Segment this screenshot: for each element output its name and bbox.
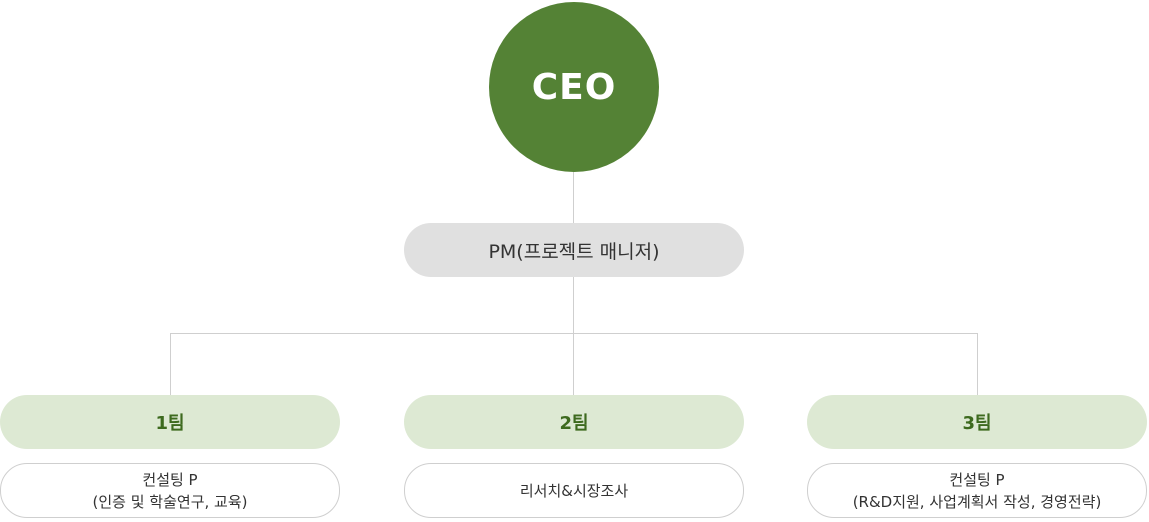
connector-team-1	[170, 333, 171, 395]
team-1-label: 1팀	[155, 413, 185, 434]
team-2-desc-line1: 리서치&시장조사	[519, 481, 629, 500]
team-1-description: 컨설팅 P (인증 및 학술연구, 교육)	[0, 463, 340, 518]
connector-team-3	[977, 333, 978, 395]
connector-horizontal	[170, 333, 978, 334]
team-3-description: 컨설팅 P (R&D지원, 사업계획서 작성, 경영전략)	[807, 463, 1147, 518]
team-1-desc-line2: (인증 및 학술연구, 교육)	[92, 492, 248, 511]
team-1-node: 1팀	[0, 395, 340, 449]
team-3-desc-line1: 컨설팅 P	[949, 470, 1005, 489]
team-3-node: 3팀	[807, 395, 1147, 449]
connector-ceo-pm	[573, 172, 574, 223]
pm-label: PM(프로젝트 매니저)	[488, 240, 660, 263]
ceo-node: CEO	[489, 2, 659, 172]
team-3-desc-line2: (R&D지원, 사업계획서 작성, 경영전략)	[852, 492, 1102, 511]
team-3-label: 3팀	[962, 413, 992, 434]
ceo-label: CEO	[531, 66, 617, 108]
team-1-desc-line1: 컨설팅 P	[142, 470, 198, 489]
pm-node: PM(프로젝트 매니저)	[404, 223, 744, 277]
team-2-description: 리서치&시장조사	[404, 463, 744, 518]
connector-pm-down	[573, 277, 574, 395]
team-2-label: 2팀	[559, 413, 589, 434]
team-2-node: 2팀	[404, 395, 744, 449]
